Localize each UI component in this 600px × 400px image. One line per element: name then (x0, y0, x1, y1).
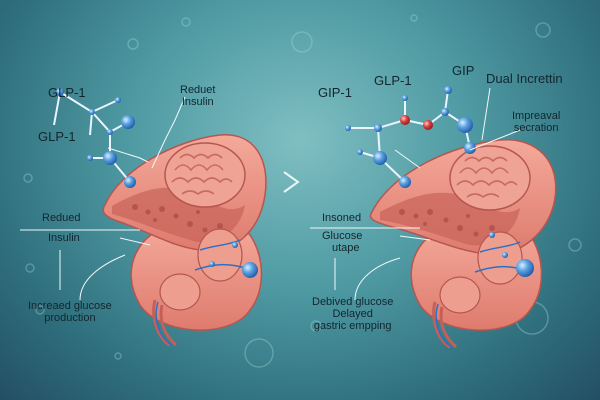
callout-line-1: Reduet (180, 84, 216, 96)
callout-line-2: Glucose (322, 230, 363, 242)
left-callout-lines (20, 96, 186, 301)
right-molecule (345, 86, 476, 188)
right-callout-lines (310, 87, 521, 301)
callout-line-2: Insulin (181, 96, 214, 108)
callout-line-3: gastric empping (313, 320, 392, 332)
callout-line-2: production (44, 312, 96, 324)
left-glp1-label-top: GLP-1 (48, 85, 86, 100)
left-organ (102, 134, 267, 347)
right-gip-label: GIP (452, 63, 475, 78)
callout-line-2: secration (513, 122, 559, 134)
left-insulin-label: Insulin (48, 232, 80, 244)
left-increased-glucose-callout: Increaed glucose production (28, 300, 112, 324)
left-reduced-insulin-callout: Reduet Insulin (180, 84, 215, 108)
right-gip1-label: GIP-1 (318, 85, 352, 100)
callout-line-1: Insoned (322, 212, 362, 224)
callout-line-2: Delayed (332, 308, 373, 320)
right-improved-secretion-callout: Impreaval secration (512, 110, 560, 134)
right-organ (369, 139, 557, 349)
transition-arrow (283, 171, 300, 193)
right-insulin-glucose-callout: Insoned Glucose utape (322, 212, 362, 254)
left-molecule (53, 88, 136, 188)
callout-line-3: utape (332, 242, 360, 254)
right-glp1-label: GLP-1 (374, 73, 412, 88)
background-bubbles (23, 14, 582, 368)
right-delayed-callout: Debived glucose Delayed gastric empping (312, 296, 393, 332)
callout-line-1: Debived glucose (312, 296, 394, 308)
callout-line-1: Increaed glucose (28, 300, 112, 312)
callout-line-1: Impreaval (512, 110, 561, 122)
left-glp1-label-side: GLP-1 (38, 129, 76, 144)
left-reduced-label: Redued (42, 212, 81, 224)
right-dual-incretin-label: Dual Increttin (486, 71, 563, 86)
